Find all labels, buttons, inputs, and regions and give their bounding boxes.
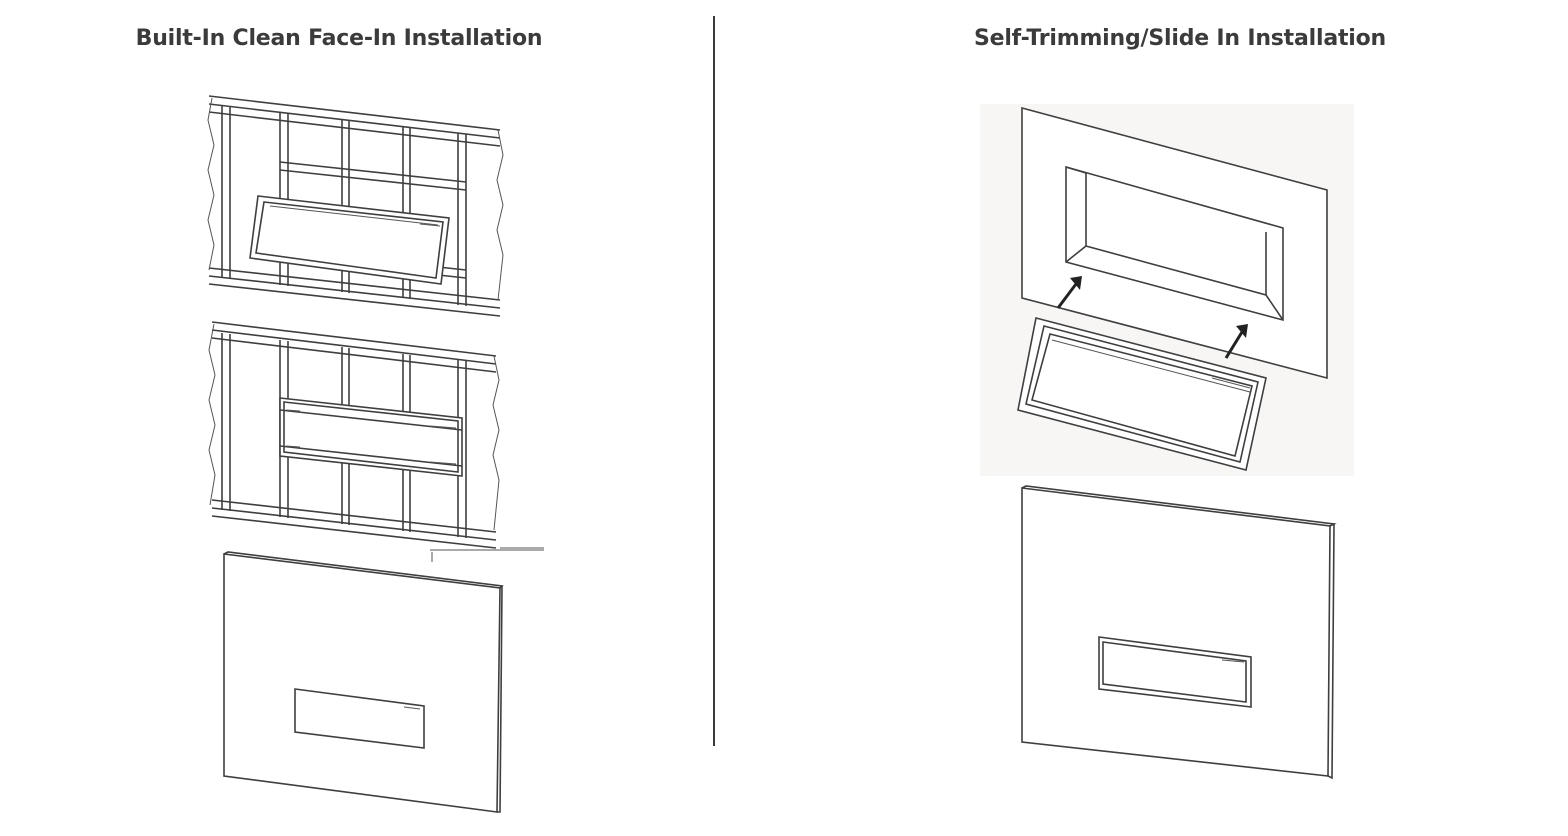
- panel-title-self-trimming: Self-Trimming/Slide In Installation: [973, 26, 1387, 51]
- panel-title-built-in: Built-In Clean Face-In Installation: [135, 26, 543, 51]
- slide-in-step-illustration: [980, 104, 1354, 476]
- framing-step-1-illustration: [207, 95, 504, 317]
- finished-wall-clean-face-illustration: [223, 551, 504, 813]
- drawing-title-block: [430, 547, 544, 562]
- framing-step-2-illustration: [208, 321, 500, 549]
- panel-divider: [713, 16, 715, 746]
- finished-wall-self-trim-illustration: [1021, 485, 1337, 780]
